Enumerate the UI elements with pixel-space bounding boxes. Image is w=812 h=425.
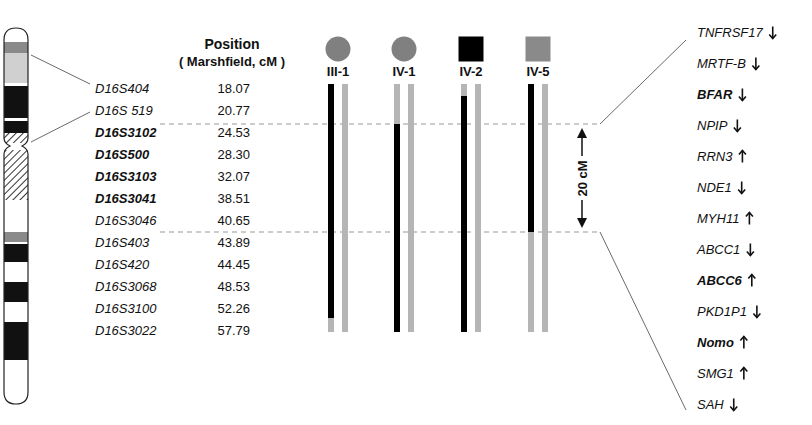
map-position: 48.53	[217, 279, 250, 294]
gene-name: BFAR	[697, 87, 732, 102]
female-symbol	[325, 36, 351, 62]
marker-name: D16S3100	[95, 301, 156, 316]
marker-name: D16S403	[95, 235, 149, 250]
pedigree-member: IV-1	[389, 36, 419, 79]
column-header: Position	[204, 37, 259, 52]
map-position: 24.53	[217, 125, 250, 140]
map-position: 28.30	[217, 147, 250, 162]
individual-id: IV-1	[389, 64, 419, 79]
gene-name: MRTF-B	[697, 56, 746, 71]
male-symbol	[458, 36, 484, 62]
map-position: 57.79	[217, 323, 250, 338]
gene-name: ABCC6	[697, 273, 742, 288]
marker-name: D16S3046	[95, 213, 156, 228]
gene-name: NPIP	[697, 118, 727, 133]
map-position: 44.45	[217, 257, 250, 272]
leader-line	[600, 40, 686, 124]
gene-name: SAH	[697, 397, 724, 412]
female-symbol	[391, 36, 417, 62]
map-position: 32.07	[217, 169, 250, 184]
marker-name: D16S3068	[95, 279, 156, 294]
map-position: 40.65	[217, 213, 250, 228]
marker-name: D16S3022	[95, 323, 156, 338]
individual-id: IV-2	[456, 64, 486, 79]
gene-name: RRN3	[697, 149, 732, 164]
male-symbol	[525, 36, 551, 62]
map-position: 43.89	[217, 235, 250, 250]
gene-name: SMG1	[697, 366, 734, 381]
map-position: 18.07	[217, 81, 250, 96]
pedigree-member: III-1	[323, 36, 353, 79]
pedigree-member: IV-2	[456, 36, 486, 79]
marker-name: D16S3103	[95, 169, 156, 184]
marker-name: D16S404	[95, 81, 149, 96]
haplotype-bars	[328, 84, 548, 332]
gene-name: ABCC1	[697, 242, 740, 257]
marker-name: D16S3041	[95, 191, 156, 206]
marker-name: D16S 519	[95, 103, 153, 118]
leader-line	[31, 112, 90, 142]
marker-name: D16S3102	[95, 125, 156, 140]
map-position: 38.51	[217, 191, 250, 206]
chromosome-ideogram	[0, 26, 32, 406]
marker-name: D16S500	[95, 147, 149, 162]
map-position: 52.26	[217, 301, 250, 316]
gene-name: Nomo	[697, 335, 734, 350]
map-position: 20.77	[217, 103, 250, 118]
gene-name: PKD1P1	[697, 304, 747, 319]
gene-name: NDE1	[697, 180, 732, 195]
pedigree-member: IV-5	[523, 36, 553, 79]
individual-id: IV-5	[523, 64, 553, 79]
leader-line	[31, 55, 90, 84]
individual-id: III-1	[323, 64, 353, 79]
chromosome-outline	[4, 28, 28, 404]
span-label: 20 cM	[574, 160, 589, 196]
gene-name: MYH11	[697, 211, 739, 226]
marker-name: D16S420	[95, 257, 149, 272]
leader-line	[600, 232, 686, 410]
gene-name: TNFRSF17	[697, 25, 763, 40]
column-header: ( Marshfield, cM )	[179, 54, 285, 69]
